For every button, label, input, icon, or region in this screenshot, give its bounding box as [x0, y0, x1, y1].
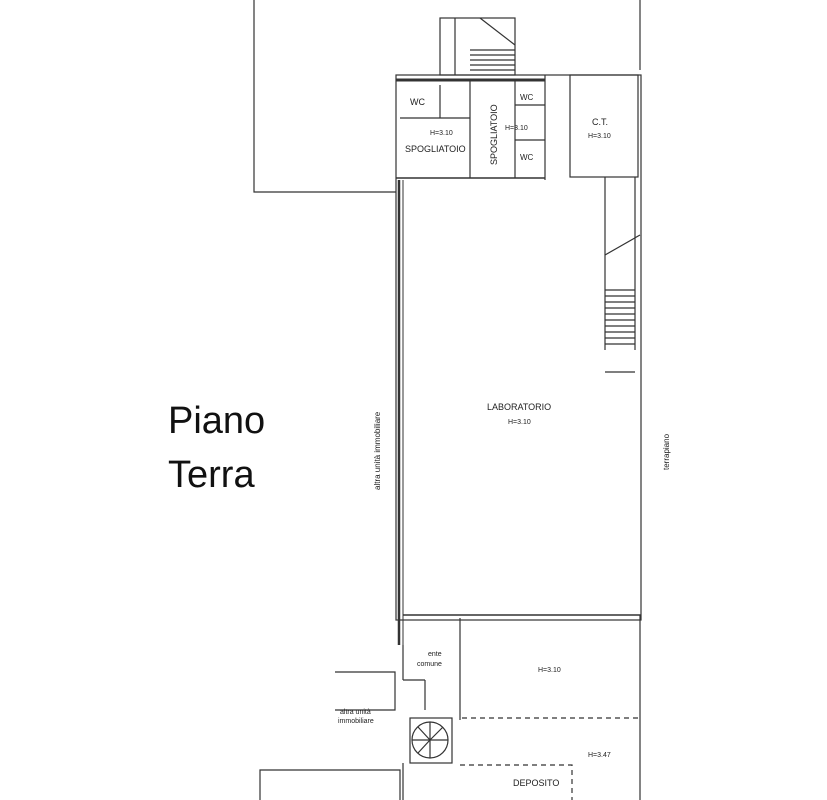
side-label-left: altra unità immobiliare — [373, 411, 382, 490]
right-stair — [604, 234, 641, 345]
h-deposito: H=3.47 — [588, 752, 611, 759]
spogliatoio-label-1: SPOGLIATOIO — [405, 144, 466, 154]
main-outline — [395, 74, 642, 621]
wc-label-2: WC — [520, 93, 534, 102]
title-line-2: Terra — [168, 454, 255, 496]
h-spogliatoio-1: H=3.10 — [430, 130, 453, 137]
ente-label-1: ente — [428, 651, 442, 658]
ct-label: C.T. — [592, 117, 608, 127]
h-laboratorio: H=3.10 — [508, 419, 531, 426]
deposito-label: DEPOSITO — [513, 778, 559, 788]
h-spogliatoio-2: H=3.10 — [505, 125, 528, 132]
ct-room — [569, 74, 639, 178]
laboratorio-label: LABORATORIO — [487, 402, 551, 412]
neighbour-outline-top — [253, 0, 396, 193]
wc-label-3: WC — [520, 153, 534, 162]
ente-label-2: comune — [417, 661, 442, 668]
h-ct: H=3.10 — [588, 133, 611, 140]
spiral-stair — [409, 717, 453, 764]
side-label-right: terrapiano — [662, 433, 671, 470]
h-lower: H=3.10 — [538, 667, 561, 674]
spogliatoio-label-2: SPOGLIATOIO — [489, 104, 499, 165]
altra-label-2: immobiliare — [338, 718, 374, 725]
stair-top — [439, 17, 516, 76]
title-line-1: Piano — [168, 400, 266, 442]
altra-label-1: altra unità — [340, 709, 371, 716]
wc-label-1: WC — [410, 97, 425, 107]
